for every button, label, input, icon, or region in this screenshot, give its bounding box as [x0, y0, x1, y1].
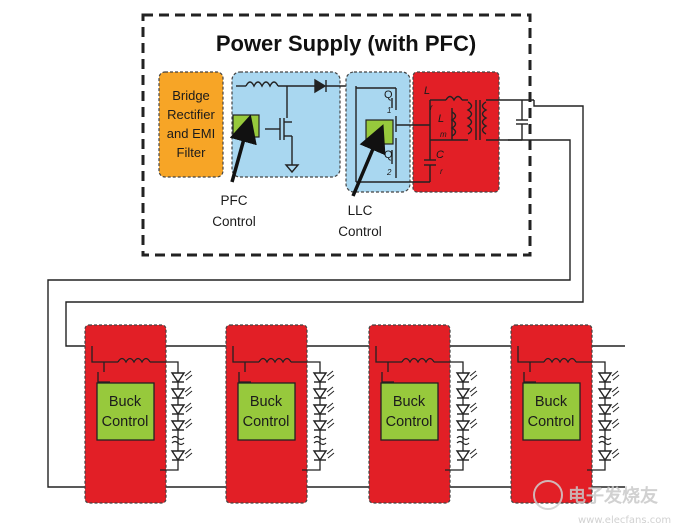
q2-label: Q: [384, 149, 393, 161]
led-icon: [171, 448, 193, 461]
pfc-arrow: [229, 114, 257, 183]
lr-sub-label: r: [430, 103, 433, 112]
lm-label: L: [438, 113, 444, 125]
buck-4-line-2: Control: [528, 414, 575, 430]
bridge-line-3: and EMI: [167, 126, 215, 141]
lm-sub-label: m: [440, 130, 447, 139]
led-string-4: [598, 370, 620, 461]
bridge-line-1: Bridge: [172, 88, 210, 103]
ellipsis-marks: [171, 435, 612, 446]
buck-4-line-1: Buck: [535, 394, 568, 410]
led-icon: [598, 402, 620, 415]
buck-1-line-1: Buck: [109, 394, 142, 410]
lr-label: L: [424, 85, 430, 97]
led-icon: [598, 448, 620, 461]
led-icon: [598, 370, 620, 383]
inductor-icon: [445, 95, 463, 102]
led-icon: [456, 370, 478, 383]
led-string-1: [171, 370, 193, 461]
led-icon: [456, 386, 478, 399]
led-icon: [171, 386, 193, 399]
inductor-icon: [245, 81, 279, 88]
llc-control-line-1: LLC: [348, 203, 373, 218]
buck-control-chip-4: [522, 382, 581, 441]
q1-sub-label: 1: [387, 106, 391, 115]
led-icon: [456, 448, 478, 461]
led-icon: [313, 418, 335, 431]
q1-label: Q: [384, 89, 393, 101]
led-icon: [598, 386, 620, 399]
led-icon: [171, 418, 193, 431]
led-string-3: [456, 370, 478, 461]
page-title: Power Supply (with PFC): [216, 31, 476, 56]
llc-control-line-2: Control: [338, 224, 382, 239]
led-icon: [313, 386, 335, 399]
buck-2-line-1: Buck: [250, 394, 283, 410]
watermark-text: 电子发烧友: [568, 485, 658, 507]
q2-sub-label: 2: [386, 168, 392, 177]
led-icon: [456, 402, 478, 415]
llc-arrow: [351, 124, 386, 197]
buck-3-line-2: Control: [386, 414, 433, 430]
watermark-url: www.elecfans.com: [578, 515, 671, 526]
cr-label: C: [436, 149, 444, 161]
cr-sub-label: r: [440, 167, 443, 176]
buck-1-line-2: Control: [102, 414, 149, 430]
watermark: 电子发烧友 www.elecfans.com: [533, 480, 671, 526]
llc-control-chip: [365, 119, 394, 145]
buck-2-line-2: Control: [243, 414, 290, 430]
led-icon: [313, 448, 335, 461]
bridge-line-2: Rectifier: [167, 107, 215, 122]
led-icon: [313, 370, 335, 383]
led-icon: [456, 418, 478, 431]
buck-control-chip-3: [380, 382, 439, 441]
bridge-rectifier-block: [158, 71, 224, 178]
pfc-control-line-1: PFC: [221, 193, 248, 208]
led-icon: [171, 402, 193, 415]
pfc-control-line-2: Control: [212, 214, 256, 229]
transformer-icon: [466, 101, 473, 135]
pfc-block: [231, 71, 341, 178]
buck-3-line-1: Buck: [393, 394, 426, 410]
led-icon: [171, 370, 193, 383]
power-supply-frame: [141, 13, 532, 257]
led-icon: [313, 402, 335, 415]
buck-control-chip-1: [96, 382, 155, 441]
led-string-2: [313, 370, 335, 461]
buck-control-chip-2: [237, 382, 296, 441]
bridge-line-4: Filter: [177, 145, 207, 160]
led-icon: [598, 418, 620, 431]
diode-icon: [314, 78, 327, 94]
